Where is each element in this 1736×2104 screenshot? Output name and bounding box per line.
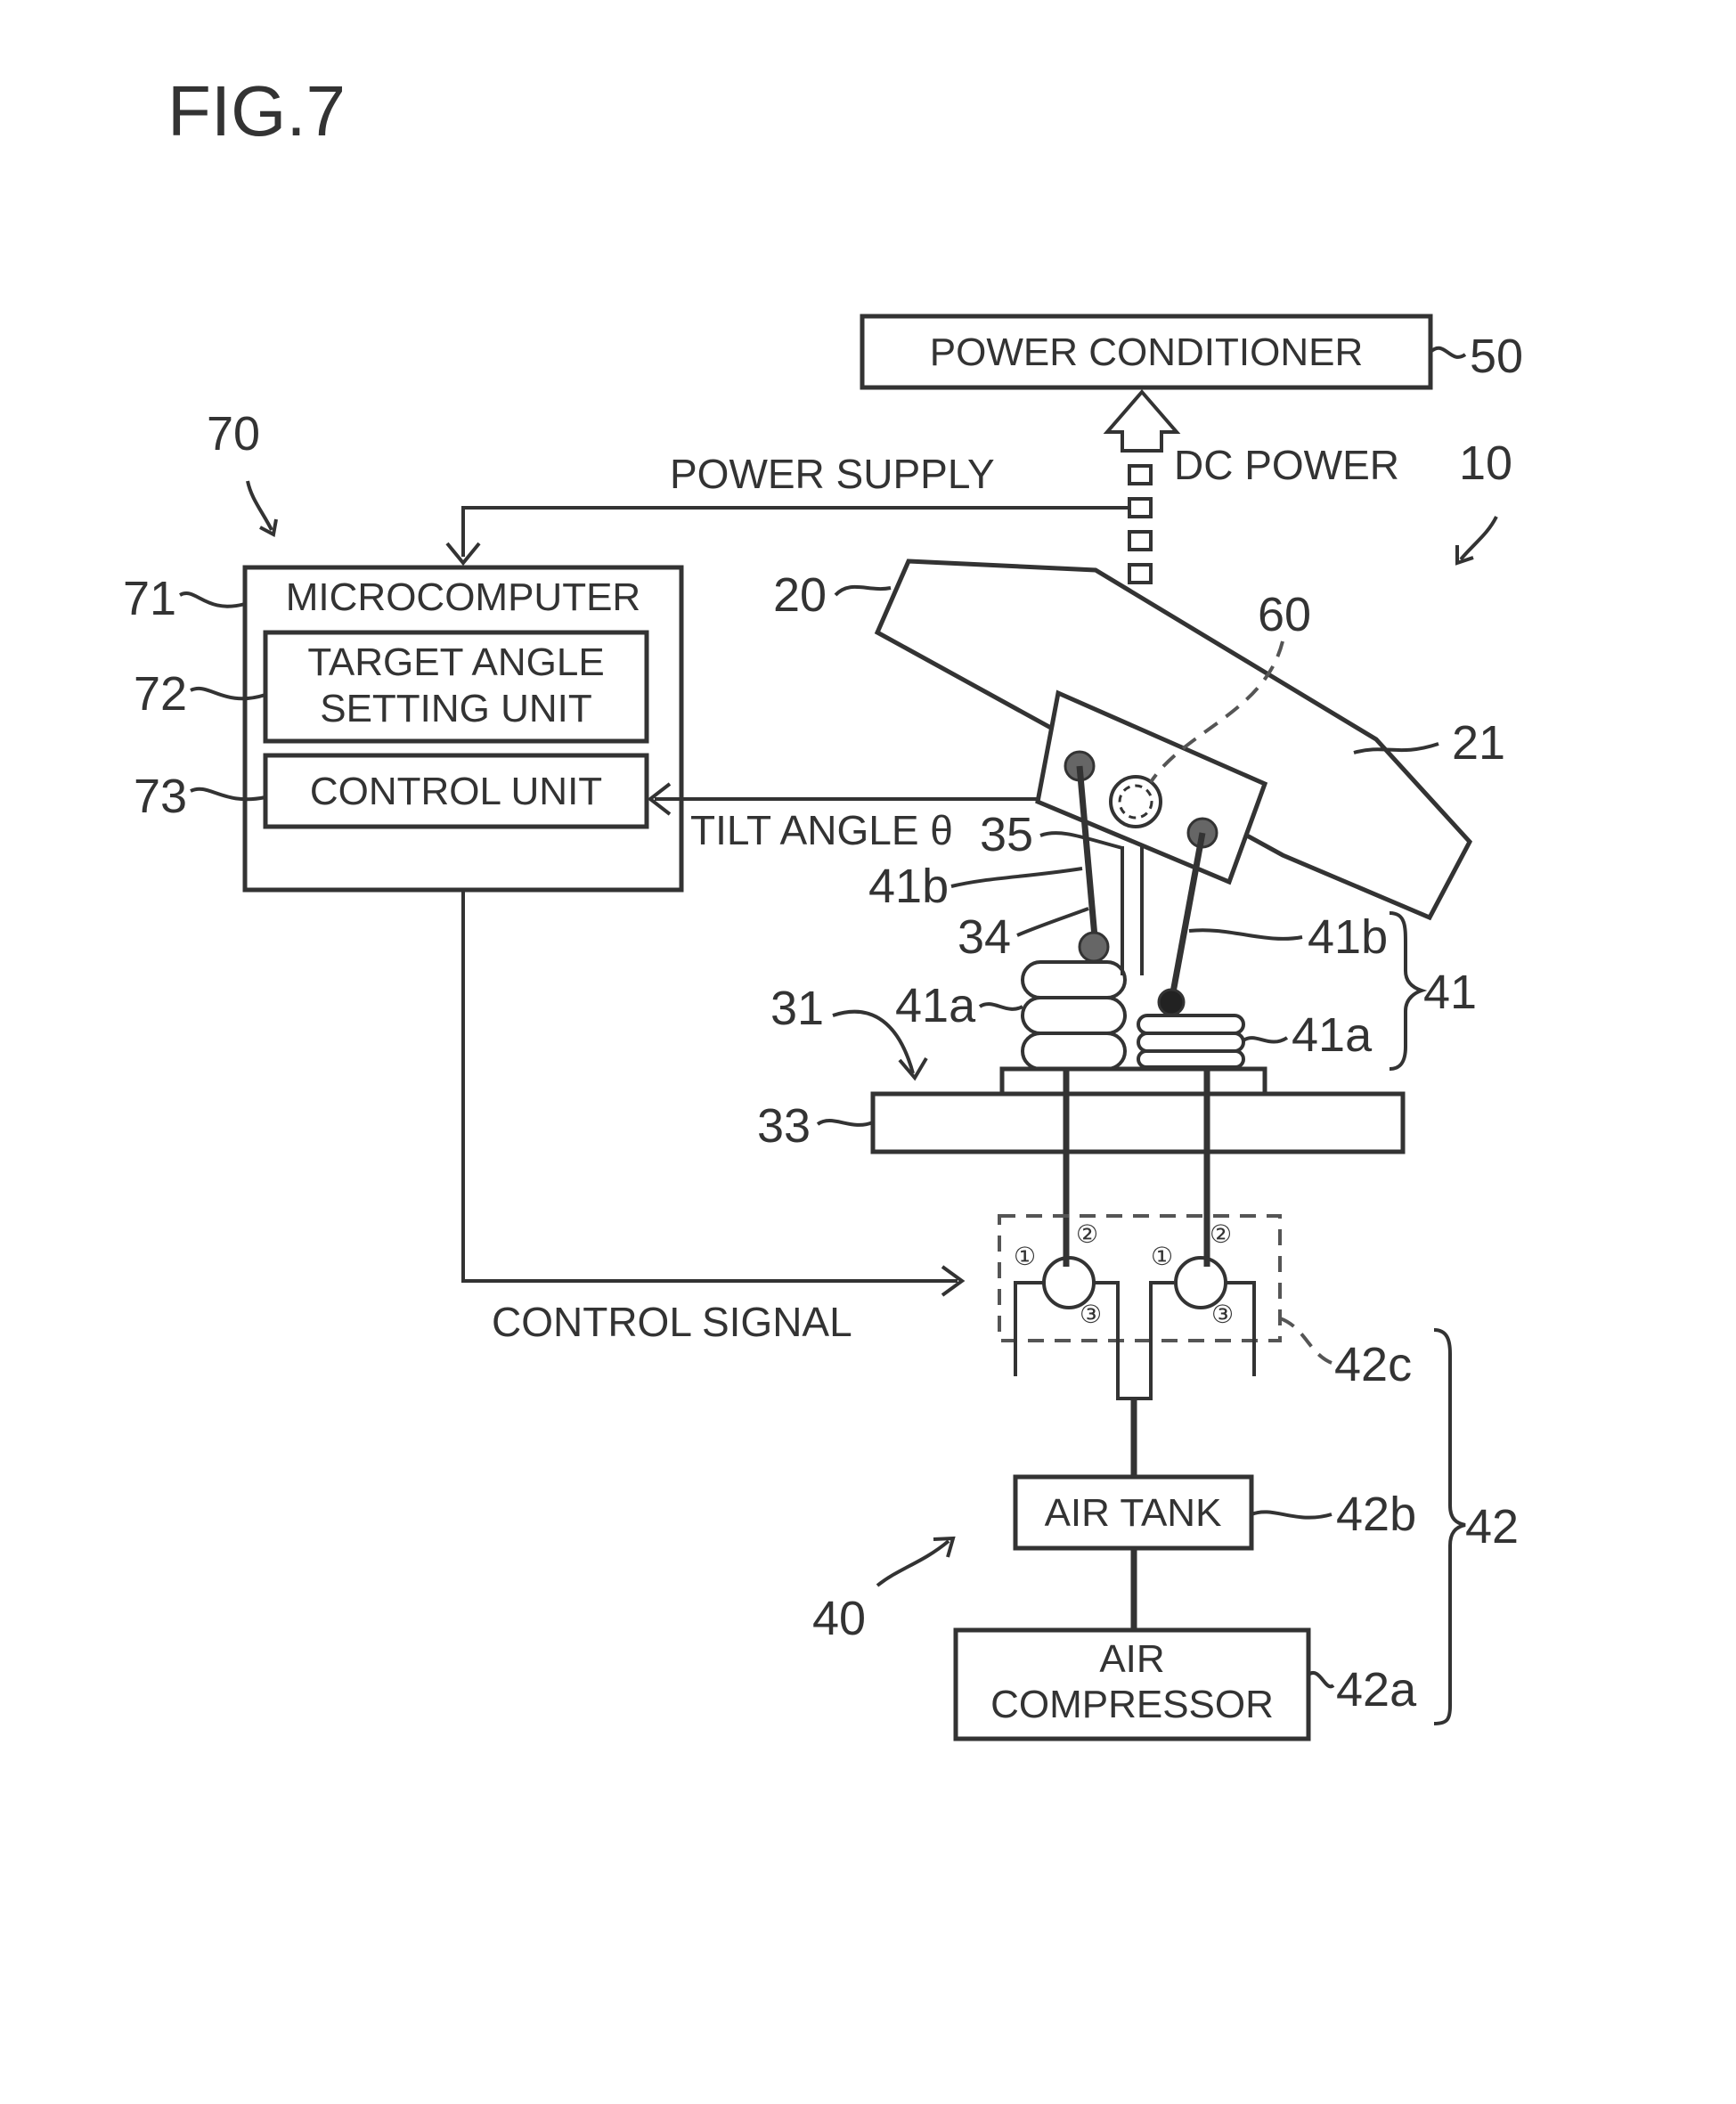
brace-41 bbox=[1390, 913, 1422, 1069]
air-compressor-box: AIR COMPRESSOR bbox=[956, 1630, 1308, 1739]
ref-41b-right: 41b bbox=[1308, 910, 1388, 964]
leader-41b-right bbox=[1189, 930, 1302, 939]
air-tank-box: AIR TANK bbox=[1015, 1477, 1251, 1548]
power-supply-line bbox=[463, 508, 1129, 557]
leader-41a-left bbox=[980, 1004, 1023, 1009]
ref-33: 33 bbox=[757, 1099, 811, 1153]
air-bellows-left bbox=[1023, 962, 1125, 1069]
control-unit-box: CONTROL UNIT bbox=[265, 755, 647, 827]
ref-50: 50 bbox=[1470, 330, 1523, 383]
microcomputer-label: MICROCOMPUTER bbox=[286, 575, 640, 619]
valve-left-port-3: ③ bbox=[1080, 1301, 1102, 1328]
ref-41: 41 bbox=[1423, 966, 1477, 1019]
power-supply-label: POWER SUPPLY bbox=[670, 451, 995, 497]
bellows-base-plate bbox=[1002, 1069, 1265, 1094]
figure-title: FIG.7 bbox=[167, 71, 346, 151]
control-signal-line bbox=[463, 890, 958, 1281]
leader-41a-right bbox=[1243, 1038, 1287, 1042]
ref-21: 21 bbox=[1452, 716, 1505, 770]
leader-20 bbox=[835, 587, 891, 595]
dc-power-dashed-line bbox=[1129, 466, 1151, 583]
valve-right-port-2: ② bbox=[1210, 1220, 1232, 1248]
joint-lower-right bbox=[1159, 990, 1184, 1015]
ref-41b-left: 41b bbox=[868, 860, 949, 913]
leader-41b-left bbox=[951, 869, 1082, 886]
ref-31: 31 bbox=[770, 982, 824, 1035]
ref-71: 71 bbox=[123, 572, 176, 625]
valve-left-port-2: ② bbox=[1076, 1220, 1098, 1248]
air-compressor-label-2: COMPRESSOR bbox=[990, 1683, 1274, 1726]
air-bellows-right bbox=[1138, 1015, 1243, 1067]
power-conditioner-box: POWER CONDITIONER bbox=[862, 316, 1430, 387]
ref-72: 72 bbox=[134, 667, 187, 721]
ref-70: 70 bbox=[207, 407, 260, 461]
ref-42a: 42a bbox=[1336, 1663, 1417, 1717]
arrow-40 bbox=[877, 1541, 949, 1586]
joint-lower-left bbox=[1080, 933, 1108, 961]
leader-34 bbox=[1017, 909, 1088, 935]
leader-71 bbox=[180, 593, 245, 607]
target-angle-label-2: SETTING UNIT bbox=[320, 687, 592, 730]
solar-panel bbox=[877, 561, 1470, 917]
ref-73: 73 bbox=[134, 770, 187, 823]
ref-42b: 42b bbox=[1336, 1488, 1416, 1541]
arrow-40-head bbox=[933, 1538, 953, 1557]
ref-20: 20 bbox=[773, 568, 827, 622]
dc-power-label: DC POWER bbox=[1174, 442, 1399, 488]
brace-42 bbox=[1434, 1330, 1465, 1724]
air-tank-label: AIR TANK bbox=[1045, 1491, 1222, 1535]
ref-10: 10 bbox=[1459, 436, 1512, 490]
leader-42c bbox=[1280, 1318, 1332, 1363]
valve-left-port-1: ① bbox=[1014, 1243, 1036, 1270]
arrow-70 bbox=[248, 481, 272, 530]
valve-right-port-3: ③ bbox=[1211, 1301, 1234, 1328]
power-conditioner-label: POWER CONDITIONER bbox=[930, 330, 1363, 374]
ref-42c: 42c bbox=[1334, 1338, 1412, 1391]
leader-50 bbox=[1430, 348, 1465, 357]
target-angle-label-1: TARGET ANGLE bbox=[307, 640, 604, 684]
dc-power-arrow bbox=[1107, 392, 1177, 451]
ref-41a-left: 41a bbox=[895, 979, 976, 1032]
valve-left bbox=[1015, 1258, 1174, 1399]
arrow-10 bbox=[1461, 517, 1496, 559]
ref-60: 60 bbox=[1258, 588, 1311, 641]
valve-unit-dashed-box bbox=[999, 1216, 1280, 1341]
tilt-angle-label: TILT ANGLE θ bbox=[690, 807, 953, 853]
ref-41a-right: 41a bbox=[1292, 1008, 1373, 1062]
ref-35: 35 bbox=[980, 808, 1033, 861]
air-compressor-label-1: AIR bbox=[1099, 1637, 1164, 1681]
ref-42: 42 bbox=[1465, 1500, 1519, 1554]
ref-34: 34 bbox=[958, 910, 1011, 964]
target-angle-setting-unit-box: TARGET ANGLE SETTING UNIT bbox=[265, 632, 647, 741]
ref-40: 40 bbox=[812, 1592, 866, 1645]
leader-35 bbox=[1040, 833, 1122, 848]
control-signal-label: CONTROL SIGNAL bbox=[492, 1299, 852, 1345]
leader-42a bbox=[1308, 1673, 1333, 1686]
leader-33 bbox=[818, 1121, 873, 1125]
valve-right-port-1: ① bbox=[1151, 1243, 1173, 1270]
control-unit-label: CONTROL UNIT bbox=[310, 770, 602, 813]
base-33 bbox=[873, 1094, 1403, 1152]
leader-42b bbox=[1251, 1512, 1332, 1517]
